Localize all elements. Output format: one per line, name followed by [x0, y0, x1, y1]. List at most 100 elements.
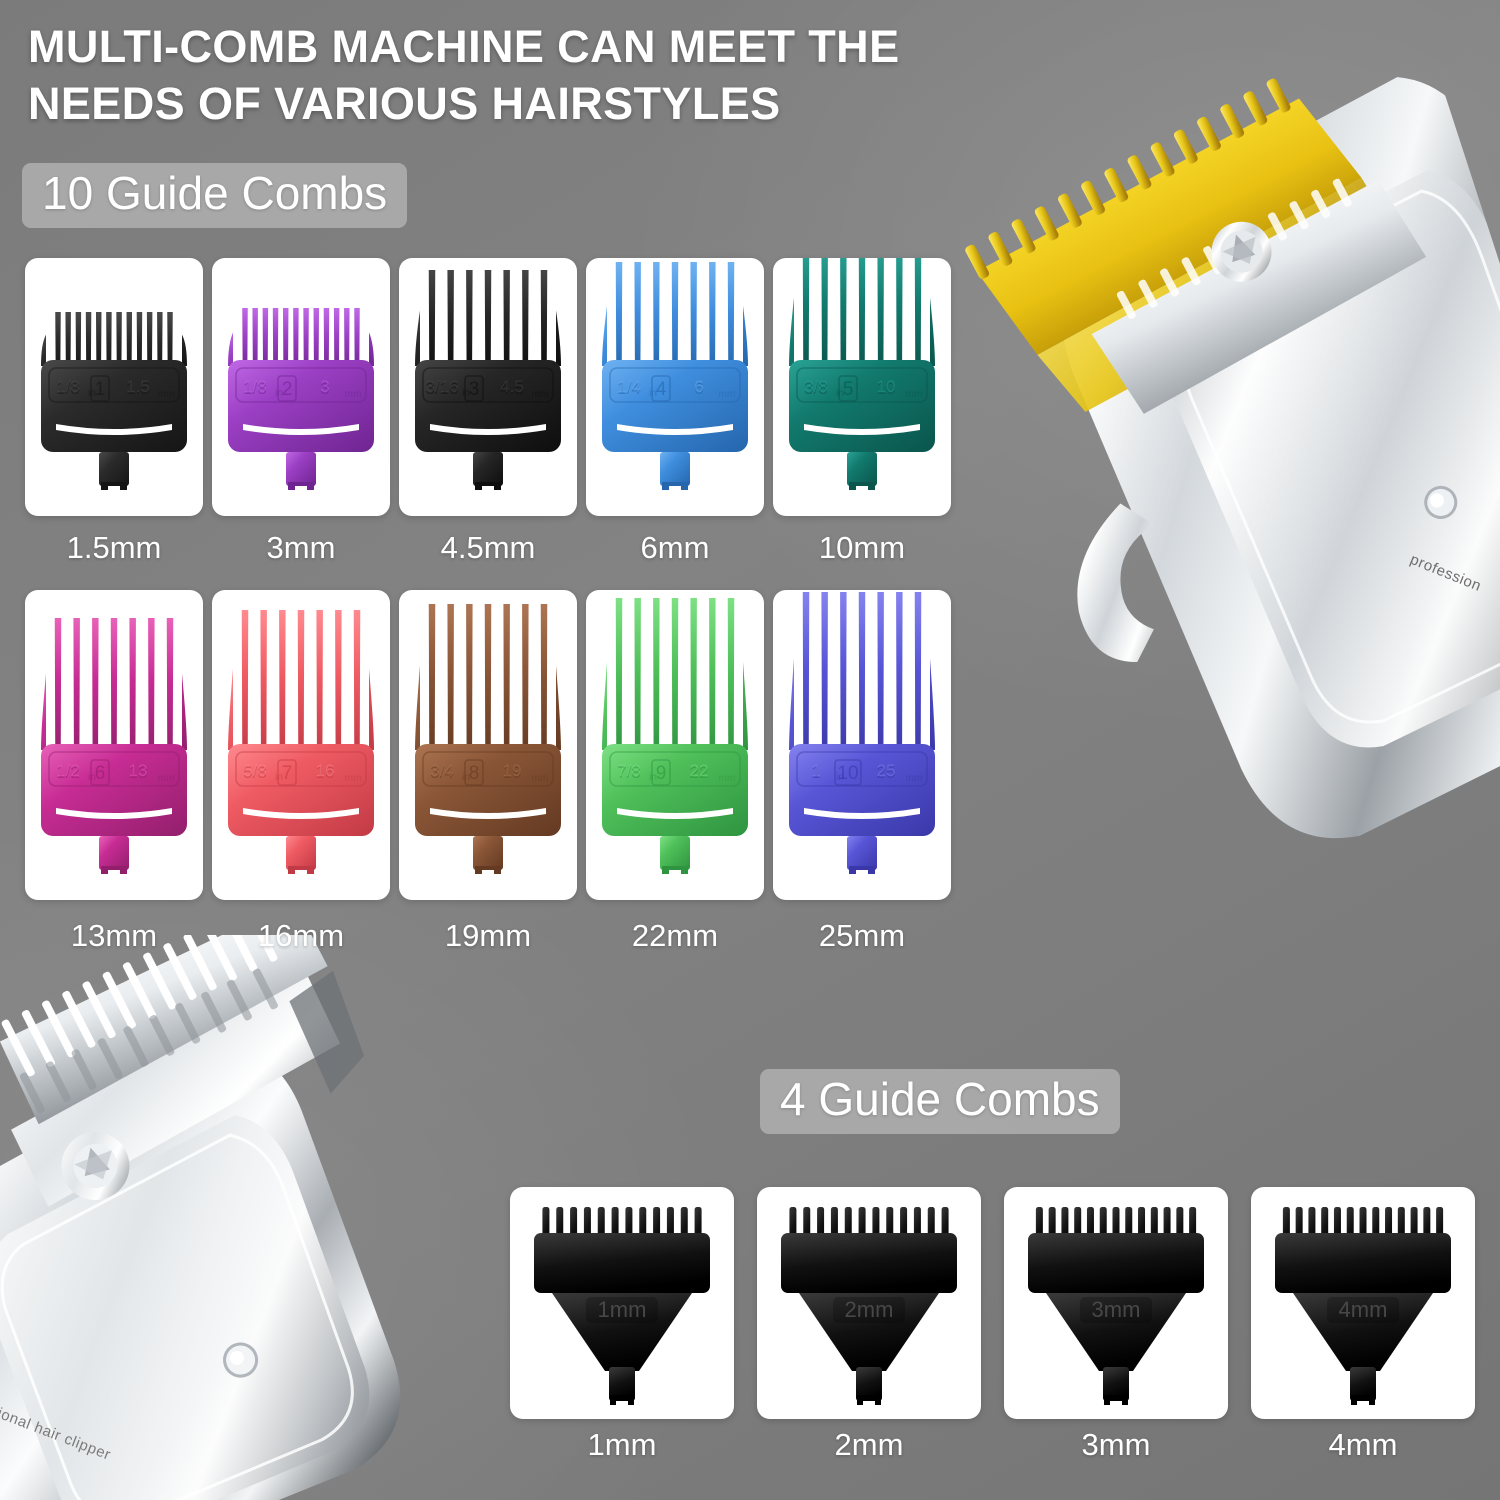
svg-text:5/8: 5/8 [243, 763, 267, 782]
svg-text:13: 13 [129, 761, 148, 780]
svg-text:in: in [649, 772, 657, 783]
guide-comb-caption: 10mm [818, 530, 906, 565]
guide-comb-caption: 25mm [818, 918, 906, 953]
small-guide-comb-card[interactable]: 4mm [1251, 1187, 1475, 1419]
svg-text:in: in [462, 388, 470, 399]
section-badge-10-guide-combs: 10 Guide Combs [22, 163, 408, 229]
guide-comb-card[interactable]: 1/8 1/8 in 2 3 3 mm [212, 258, 390, 516]
svg-text:5/8: 5/8 [243, 761, 267, 780]
guide-comb-25mm-icon: 1 1 in 10 25 25 mm [773, 590, 951, 900]
svg-text:2mm: 2mm [845, 1297, 894, 1322]
screw-detail [61, 1132, 130, 1201]
small-guide-comb-4mm-icon: 4mm [1251, 1187, 1475, 1419]
svg-text:7/8: 7/8 [617, 761, 641, 780]
svg-text:1/8: 1/8 [243, 379, 267, 398]
svg-text:1/8: 1/8 [56, 377, 80, 396]
svg-text:mm: mm [719, 389, 736, 400]
svg-text:1/4: 1/4 [617, 377, 641, 396]
svg-text:1.5: 1.5 [126, 377, 150, 396]
guide-comb-3mm-icon: 1/8 1/8 in 2 3 3 mm [212, 258, 390, 516]
svg-text:16: 16 [316, 763, 335, 782]
svg-text:in: in [836, 772, 844, 783]
small-guide-comb-3mm-icon: 3mm [1004, 1187, 1228, 1419]
guide-comb-19mm-icon: 3/4 3/4 in 8 19 19 mm [399, 590, 577, 900]
guide-comb-card[interactable]: 7/8 7/8 in 9 22 22 mm [586, 590, 764, 900]
guide-comb-card[interactable]: 3/8 3/8 in 5 10 10 mm [773, 258, 951, 516]
guide-comb-caption: 6mm [640, 530, 710, 565]
guide-comb-6mm-icon: 1/4 1/4 in 4 6 6 mm [586, 258, 764, 516]
guide-comb-10mm-icon: 3/8 3/8 in 5 10 10 mm [773, 258, 951, 516]
svg-text:19: 19 [503, 761, 522, 780]
svg-text:22: 22 [690, 761, 709, 780]
svg-text:25: 25 [877, 763, 896, 782]
small-guide-comb-card[interactable]: 3mm [1004, 1187, 1228, 1419]
guide-comb-13mm-icon: 1/2 1/2 in 6 13 13 mm [25, 590, 203, 900]
svg-text:4mm: 4mm [1339, 1297, 1388, 1322]
svg-text:in: in [275, 388, 283, 399]
guide-comb-card[interactable]: 3/16 3/16 in 3 4.5 4.5 mm [399, 258, 577, 516]
svg-text:19: 19 [503, 763, 522, 782]
svg-text:in: in [88, 772, 96, 783]
small-guide-comb-2mm-icon: 2mm [757, 1187, 981, 1419]
screw-detail [1211, 221, 1272, 282]
svg-text:in: in [836, 388, 844, 399]
svg-text:6: 6 [694, 379, 703, 398]
product-image-top-clipper [960, 0, 1500, 890]
svg-text:3mm: 3mm [1092, 1297, 1141, 1322]
svg-text:10: 10 [837, 763, 858, 784]
svg-text:10: 10 [877, 377, 896, 396]
svg-text:in: in [275, 772, 283, 783]
svg-text:mm: mm [906, 773, 923, 784]
svg-text:in: in [649, 388, 657, 399]
section-badge-4-guide-combs: 4 Guide Combs [760, 1069, 1120, 1135]
svg-text:6: 6 [95, 763, 106, 784]
svg-text:1/8: 1/8 [56, 379, 80, 398]
svg-text:6: 6 [694, 377, 703, 396]
small-guide-comb-caption: 3mm [1081, 1427, 1151, 1462]
svg-text:mm: mm [719, 773, 736, 784]
svg-text:9: 9 [656, 763, 667, 784]
svg-text:in: in [462, 772, 470, 783]
svg-text:7/8: 7/8 [617, 763, 641, 782]
svg-text:in: in [88, 388, 96, 399]
guide-comb-1.5mm-icon: 1/8 1/8 in 1 1.5 1.5 mm [25, 258, 203, 516]
small-guide-comb-card[interactable]: 1mm [510, 1187, 734, 1419]
svg-text:2: 2 [282, 379, 293, 400]
guide-comb-card[interactable]: 3/4 3/4 in 8 19 19 mm [399, 590, 577, 900]
svg-text:13: 13 [129, 763, 148, 782]
svg-text:3/4: 3/4 [430, 763, 454, 782]
guide-comb-card[interactable]: 1/8 1/8 in 1 1.5 1.5 mm [25, 258, 203, 516]
guide-comb-22mm-icon: 7/8 7/8 in 9 22 22 mm [586, 590, 764, 900]
svg-text:1mm: 1mm [598, 1297, 647, 1322]
svg-text:1: 1 [811, 761, 820, 780]
svg-text:mm: mm [158, 773, 175, 784]
guide-comb-caption: 19mm [444, 918, 532, 953]
svg-text:4.5: 4.5 [500, 377, 524, 396]
svg-text:22: 22 [690, 763, 709, 782]
guide-comb-caption: 13mm [70, 918, 158, 953]
svg-text:1/8: 1/8 [243, 377, 267, 396]
svg-text:8: 8 [469, 763, 480, 784]
svg-text:5: 5 [843, 379, 854, 400]
svg-text:16: 16 [316, 761, 335, 780]
guide-comb-card[interactable]: 1 1 in 10 25 25 mm [773, 590, 951, 900]
svg-text:mm: mm [532, 773, 549, 784]
svg-text:1/2: 1/2 [56, 763, 80, 782]
guide-comb-caption: 3mm [266, 530, 336, 565]
guide-comb-caption: 22mm [631, 918, 719, 953]
small-guide-comb-card[interactable]: 2mm [757, 1187, 981, 1419]
svg-text:mm: mm [345, 389, 362, 400]
guide-comb-card[interactable]: 1/4 1/4 in 4 6 6 mm [586, 258, 764, 516]
product-image-bottom-clipper [0, 900, 525, 1500]
svg-text:mm: mm [158, 389, 175, 400]
guide-comb-caption: 16mm [257, 918, 345, 953]
svg-text:mm: mm [906, 389, 923, 400]
svg-text:1: 1 [811, 763, 820, 782]
svg-text:25: 25 [877, 761, 896, 780]
guide-comb-card[interactable]: 5/8 5/8 in 7 16 16 mm [212, 590, 390, 900]
guide-comb-caption: 4.5mm [440, 530, 536, 565]
svg-text:mm: mm [532, 389, 549, 400]
svg-text:10: 10 [877, 379, 896, 398]
guide-comb-card[interactable]: 1/2 1/2 in 6 13 13 mm [25, 590, 203, 900]
